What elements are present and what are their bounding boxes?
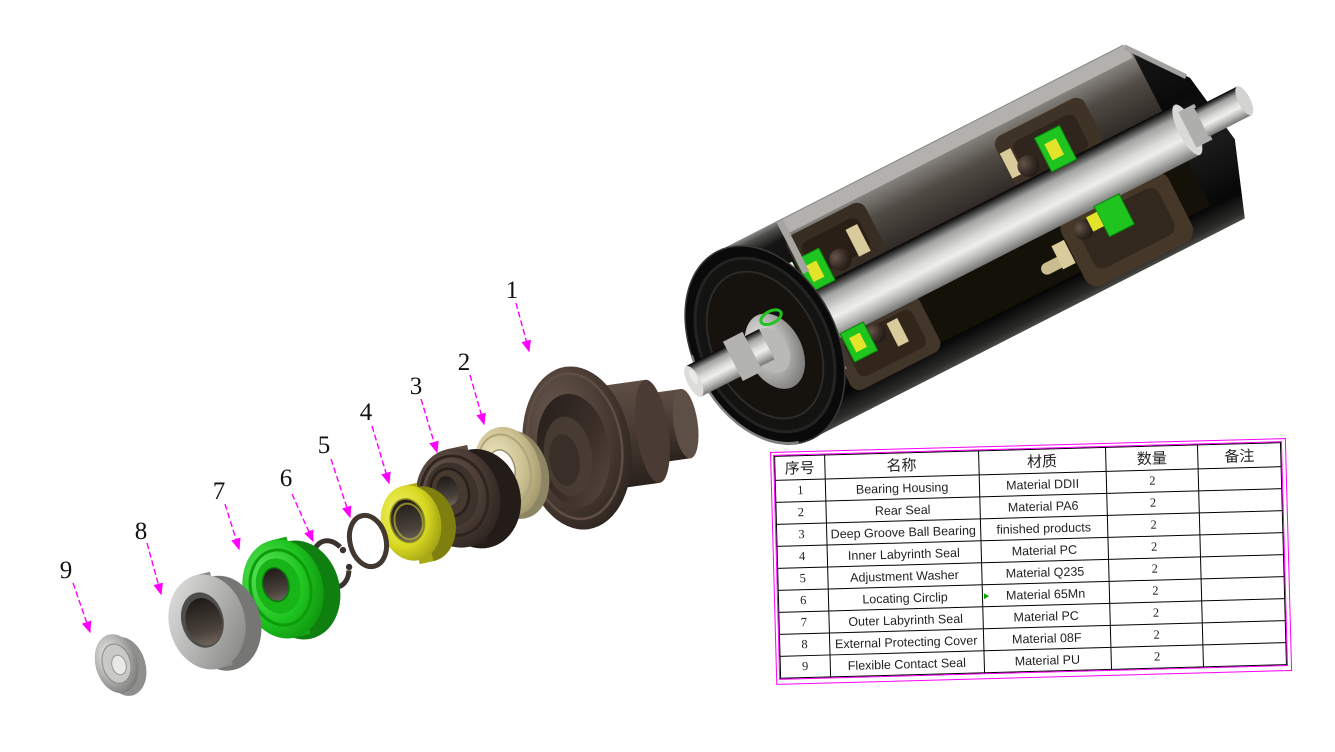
- part-5-adjustment-washer: [346, 512, 390, 570]
- bom-cell-qty: 2: [1107, 534, 1201, 560]
- cut-edge-diagonal: [1123, 44, 1188, 79]
- bom-cell-serial: 1: [775, 479, 826, 503]
- balloon-8: 8: [135, 518, 163, 596]
- leader-line: [469, 374, 486, 426]
- bom-cell-remark: [1203, 642, 1287, 667]
- balloon-number: 7: [213, 478, 226, 505]
- balloon-3: 3: [410, 373, 439, 454]
- part-4-inner-labyrinth-seal: [380, 482, 456, 565]
- balloon-6: 6: [280, 465, 314, 543]
- balloon-number: 1: [506, 277, 519, 304]
- leader-line: [515, 302, 531, 353]
- balloon-1: 1: [506, 277, 531, 353]
- bom-cell-serial: 5: [777, 566, 828, 591]
- balloon-2: 2: [458, 349, 486, 426]
- roller-assembly-cutaway: [684, 44, 1254, 445]
- part-7-outer-labyrinth-seal: [242, 536, 341, 640]
- bom-cell-remark: [1199, 510, 1283, 535]
- bom-cell-qty: 2: [1109, 600, 1203, 626]
- bom-cell-serial: 8: [779, 632, 830, 657]
- bom-cell-qty: 2: [1105, 468, 1199, 494]
- cut-edge-left: [776, 219, 810, 275]
- bom-header-material: 材质: [978, 447, 1106, 475]
- bom-cell-remark: [1202, 620, 1286, 645]
- bom-header-serial: 序号: [774, 455, 825, 481]
- seal-cluster-left: [794, 223, 909, 363]
- bom-cell-serial: 4: [777, 545, 828, 569]
- bom-cell-material: Material PU: [983, 647, 1112, 673]
- part-9-flexible-contact-seal: [94, 634, 147, 696]
- shaft-collar-right: [1178, 103, 1213, 148]
- bom-cell-qty: 2: [1106, 490, 1200, 516]
- bom-cell-serial: 6: [778, 588, 829, 613]
- bom-cell-qty: 2: [1110, 622, 1204, 648]
- bom-cell-remark: [1200, 532, 1284, 557]
- balloon-number: 9: [60, 557, 73, 584]
- leader-line: [291, 493, 314, 543]
- leader-line: [371, 425, 391, 485]
- balloon-9: 9: [60, 557, 92, 634]
- bom-header-remark: 备注: [1197, 442, 1282, 469]
- roller-shaft-tube: [748, 104, 1201, 372]
- leader-line: [420, 398, 439, 454]
- balloon-7: 7: [213, 478, 241, 551]
- bom-cell-remark: [1198, 466, 1282, 491]
- part-8-external-protecting-cover: [168, 571, 262, 671]
- balloon-number: 4: [360, 399, 373, 426]
- bom-cell-qty: 2: [1110, 644, 1204, 670]
- bom-cell-qty: 2: [1108, 556, 1202, 582]
- balloon-number: 3: [410, 373, 423, 400]
- bom-cell-remark: [1201, 598, 1286, 623]
- balloon-5: 5: [318, 432, 352, 519]
- balloon-number: 6: [280, 465, 293, 492]
- leader-line: [224, 503, 241, 551]
- bom-cell-material: Material 65Mn: [981, 581, 1110, 607]
- balloon-number: 2: [458, 349, 471, 376]
- bom-cell-remark: [1201, 576, 1285, 601]
- bom-cell-serial: 7: [778, 610, 830, 635]
- bom-cell-qty: 2: [1107, 512, 1201, 538]
- balloon-number: 5: [318, 432, 331, 459]
- part-1-bearing-housing: [522, 366, 699, 530]
- bom-header-qty: 数量: [1105, 444, 1199, 472]
- shaft-stub-left: [684, 328, 775, 397]
- bom-cell-name: Flexible Contact Seal: [829, 650, 985, 677]
- balloon-4: 4: [360, 399, 391, 485]
- bom-cell-remark: [1198, 488, 1283, 513]
- bom-cell-qty: 2: [1108, 578, 1202, 604]
- seal-cluster-right: [999, 124, 1136, 275]
- leader-line: [146, 542, 163, 596]
- balloon-number: 8: [135, 518, 148, 545]
- bom-cell-serial: 2: [775, 501, 827, 525]
- bom-cell-serial: 3: [776, 523, 827, 547]
- leader-line: [330, 458, 352, 519]
- leader-line: [72, 582, 92, 634]
- bom-cell-serial: 9: [780, 654, 831, 679]
- bom-cell-remark: [1200, 554, 1285, 579]
- cut-edge-top: [776, 44, 1133, 236]
- shaft-stub-right-end: [1235, 86, 1254, 116]
